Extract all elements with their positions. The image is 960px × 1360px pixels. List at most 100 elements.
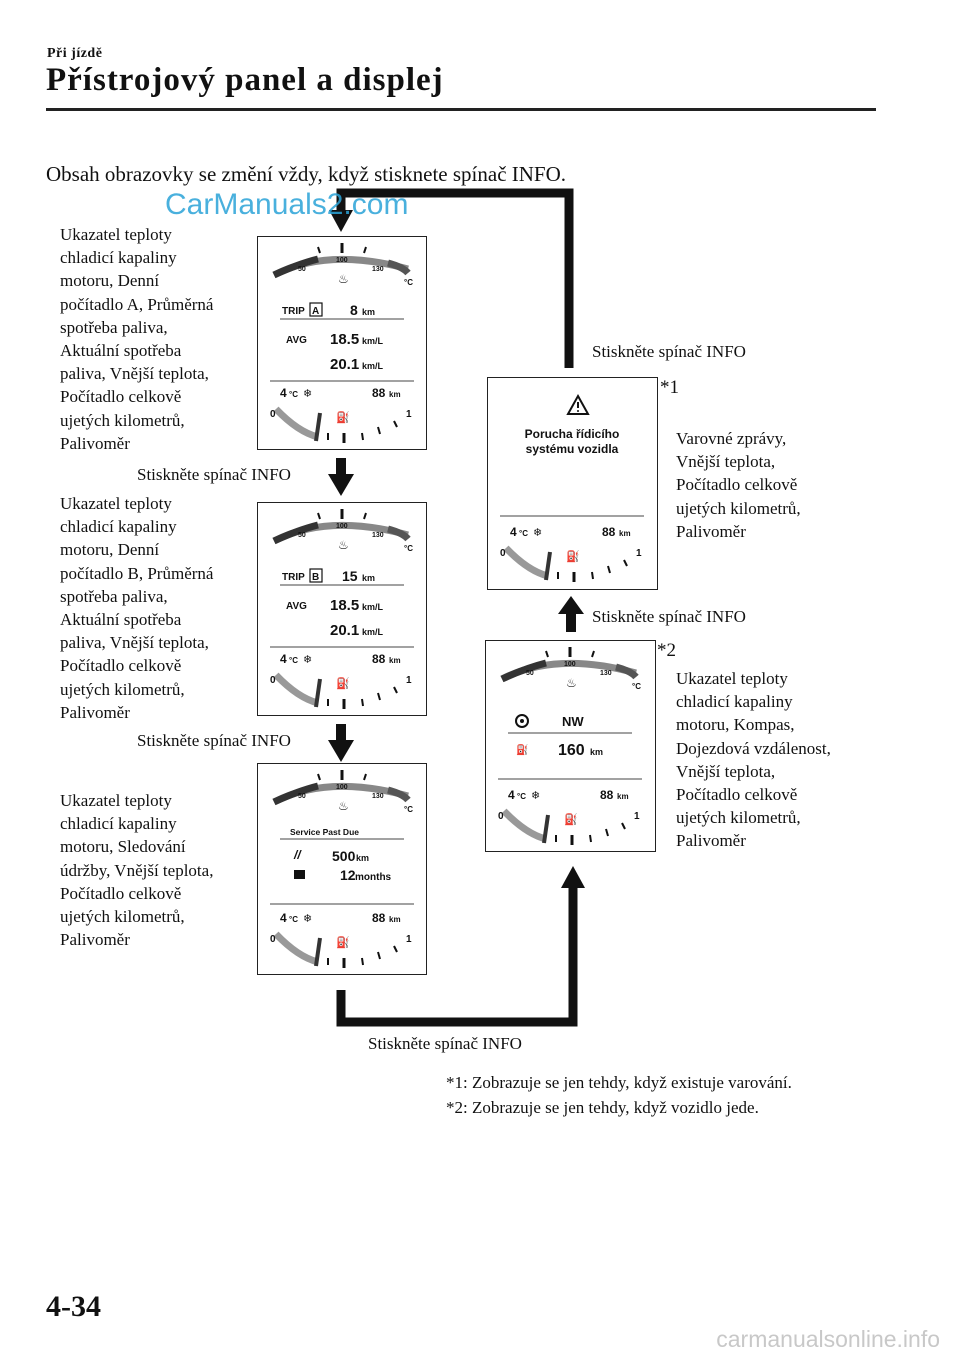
section-label: Při jízdě bbox=[47, 46, 103, 61]
fuel-scale-0: 0 bbox=[498, 811, 504, 822]
outside-temp-unit: °C bbox=[289, 390, 298, 399]
fuel-pump-icon: ⛽ bbox=[336, 677, 350, 690]
distance-value: 500 bbox=[332, 848, 356, 864]
temp-scale-50: 50 bbox=[298, 266, 306, 273]
odometer-unit: km bbox=[619, 529, 631, 538]
distance-unit: km bbox=[356, 853, 369, 863]
fuel-scale-0: 0 bbox=[270, 934, 276, 945]
service-label: Service Past Due bbox=[290, 827, 359, 837]
coolant-icon: ♨ bbox=[338, 799, 349, 813]
temp-scale-50: 50 bbox=[526, 670, 534, 677]
press-info-label-1: Stiskněte spínač INFO bbox=[592, 342, 746, 361]
temp-scale-100: 100 bbox=[564, 661, 576, 668]
fuel-scale-1: 1 bbox=[636, 548, 642, 559]
footnote-2: *2: Zobrazuje se jen tehdy, když vozidlo… bbox=[446, 1098, 759, 1117]
trip-label: TRIP bbox=[282, 306, 305, 317]
trip-unit: km bbox=[362, 573, 375, 583]
outside-temp-value: 4 bbox=[280, 386, 287, 400]
arrow-down-2-shaft bbox=[336, 724, 346, 742]
fuel-pump-icon: ⛽ bbox=[336, 411, 350, 424]
coolant-icon: ♨ bbox=[338, 272, 349, 286]
trip-letter: B bbox=[312, 572, 319, 583]
coolant-temp-gauge: 50 100 130 °C ♨ bbox=[500, 647, 641, 691]
avg-label: AVG bbox=[286, 601, 307, 612]
display-trip-a: 50 100 130 °C ♨ TRIP A 8 km AVG 18.5 km/… bbox=[257, 236, 427, 450]
fuel-scale-1: 1 bbox=[406, 934, 412, 945]
intro-text: Obsah obrazovky se změní vždy, když stis… bbox=[46, 162, 567, 186]
odometer-value: 88 bbox=[372, 652, 386, 666]
loop-connector-top bbox=[336, 188, 574, 368]
page-title: Přístrojový panel a displej bbox=[46, 62, 444, 98]
odometer-unit: km bbox=[389, 656, 401, 665]
display-trip-a-graphic: 50 100 130 °C ♨ TRIP A 8 km AVG 18.5 km/… bbox=[270, 243, 414, 443]
fuel-pump-icon: ⛽ bbox=[336, 936, 350, 949]
trip-label: TRIP bbox=[282, 572, 305, 583]
fuel-scale-1: 1 bbox=[406, 675, 412, 686]
temp-unit: °C bbox=[404, 544, 413, 553]
trip-value: 15 bbox=[342, 568, 358, 584]
compass-footnote-marker: *2 bbox=[657, 640, 676, 661]
display-maintenance-graphic: 50 100 130 °C ♨ Service Past Due // 500 … bbox=[270, 770, 414, 968]
odometer-unit: km bbox=[389, 390, 401, 399]
arrow-up-head bbox=[558, 596, 584, 614]
fuel-scale-1: 1 bbox=[634, 811, 640, 822]
temp-scale-100: 100 bbox=[336, 257, 348, 264]
temp-scale-130: 130 bbox=[372, 532, 384, 539]
coolant-icon: ♨ bbox=[566, 676, 577, 690]
display-trip-b-graphic: 50 100 130 °C ♨ TRIP B 15 km AVG 18.5 km… bbox=[270, 509, 414, 709]
ice-warning-icon: ❄ bbox=[303, 913, 312, 925]
odometer-value: 88 bbox=[602, 525, 616, 539]
ice-warning-icon: ❄ bbox=[303, 388, 312, 400]
avg-value: 18.5 bbox=[330, 597, 359, 614]
loop-connector-bottom bbox=[336, 886, 578, 1027]
trip-unit: km bbox=[362, 307, 375, 317]
display-compass-graphic: 50 100 130 °C ♨ NW ⛽ 160 km 4 °C ❄ 88 km… bbox=[498, 647, 642, 845]
temp-scale-50: 50 bbox=[298, 532, 306, 539]
outside-temp-unit: °C bbox=[517, 792, 526, 801]
avg-unit: km/L bbox=[362, 602, 384, 612]
odometer-unit: km bbox=[617, 792, 629, 801]
outside-temp-unit: °C bbox=[289, 915, 298, 924]
warning-message-line1: Porucha řídicího bbox=[525, 427, 620, 441]
display-trip-b: 50 100 130 °C ♨ TRIP B 15 km AVG 18.5 km… bbox=[257, 502, 427, 716]
warning-footnote-marker: *1 bbox=[660, 377, 679, 398]
fuel-pump-icon: ⛽ bbox=[564, 813, 578, 826]
avg-unit: km/L bbox=[362, 336, 384, 346]
temp-unit: °C bbox=[404, 805, 413, 814]
title-divider bbox=[46, 108, 876, 111]
period-unit: months bbox=[355, 872, 392, 883]
maintenance-description: Ukazatel teploty chladicí kapaliny motor… bbox=[60, 791, 214, 950]
temp-scale-130: 130 bbox=[600, 670, 612, 677]
arrow-into-compass bbox=[561, 866, 585, 888]
odometer-unit: km bbox=[389, 915, 401, 924]
ice-warning-icon: ❄ bbox=[533, 527, 542, 539]
trip-b-description: Ukazatel teploty chladicí kapaliny motor… bbox=[60, 494, 214, 722]
fuel-scale-0: 0 bbox=[270, 409, 276, 420]
arrow-down-2-head bbox=[328, 740, 354, 762]
warning-triangle-icon bbox=[566, 393, 590, 415]
fuel-range-icon: ⛽ bbox=[516, 743, 528, 756]
temp-scale-130: 130 bbox=[372, 793, 384, 800]
fuel-scale-0: 0 bbox=[500, 548, 506, 559]
display-compass: 50 100 130 °C ♨ NW ⛽ 160 km 4 °C ❄ 88 km… bbox=[485, 640, 656, 852]
ice-warning-icon: ❄ bbox=[303, 654, 312, 666]
footnote-1: *1: Zobrazuje se jen tehdy, když existuj… bbox=[446, 1073, 792, 1092]
arrow-down-1-head bbox=[328, 474, 354, 496]
temp-unit: °C bbox=[632, 682, 641, 691]
odometer-value: 88 bbox=[372, 386, 386, 400]
fuel-scale-0: 0 bbox=[270, 675, 276, 686]
period-value: 12 bbox=[340, 867, 356, 883]
trip-letter: A bbox=[312, 306, 319, 317]
display-warning: Porucha řídicího systému vozidla 4 °C ❄ … bbox=[487, 377, 658, 590]
calendar-icon bbox=[294, 870, 305, 879]
range-unit: km bbox=[590, 747, 603, 757]
press-info-label-2: Stiskněte spínač INFO bbox=[137, 465, 291, 484]
trip-value: 8 bbox=[350, 302, 358, 318]
temp-scale-130: 130 bbox=[372, 266, 384, 273]
press-info-label-4: Stiskněte spínač INFO bbox=[592, 607, 746, 626]
outside-temp-value: 4 bbox=[510, 525, 517, 539]
press-info-label-5: Stiskněte spínač INFO bbox=[368, 1034, 522, 1053]
fuel-pump-icon: ⛽ bbox=[566, 550, 580, 563]
outside-temp-unit: °C bbox=[289, 656, 298, 665]
